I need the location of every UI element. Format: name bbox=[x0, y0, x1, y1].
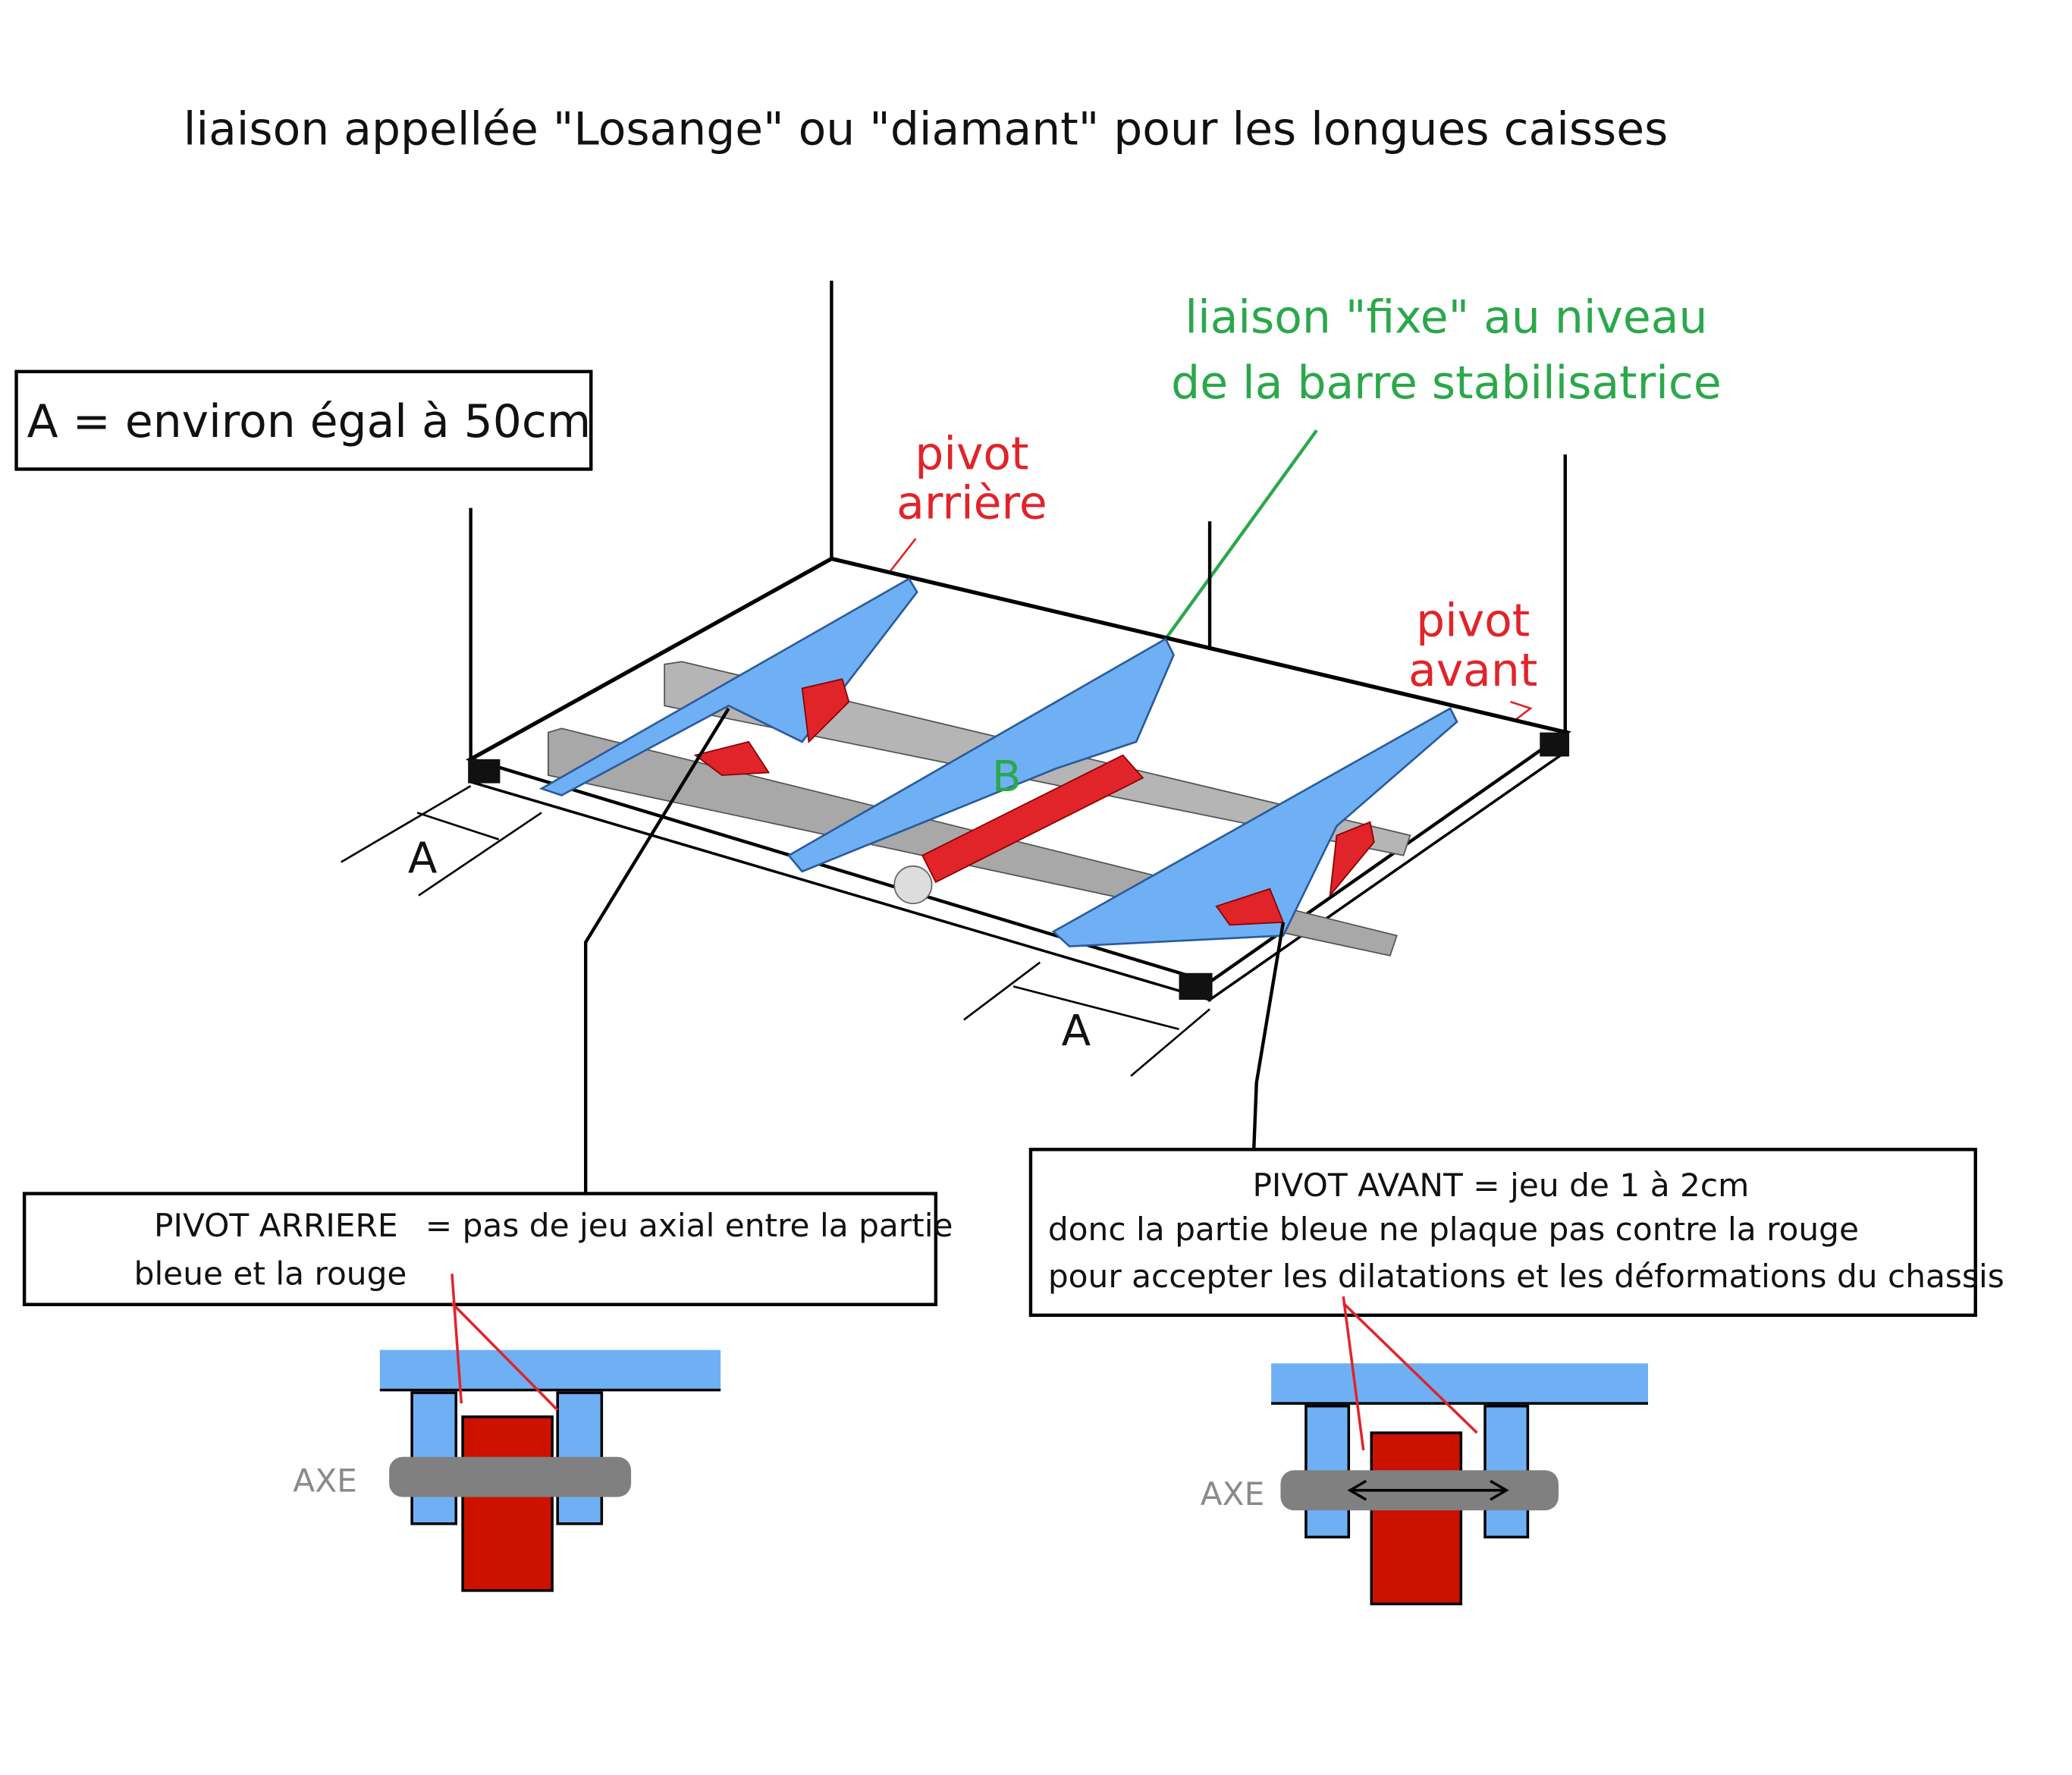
label-pivot-arriere-1: pivot bbox=[915, 427, 1028, 480]
box-avant-line3: pour accepter les dilatations et les déf… bbox=[1048, 1258, 2005, 1295]
label-a-right: A bbox=[1062, 1007, 1091, 1056]
red-pivot-parts bbox=[693, 678, 1375, 926]
fixe-leader bbox=[1164, 429, 1318, 640]
detail-pivot-arriere bbox=[379, 1274, 721, 1592]
legend-box bbox=[14, 369, 593, 471]
blue-bar-middle bbox=[786, 637, 1175, 873]
label-pivot-avant-2: avant bbox=[1408, 644, 1537, 697]
axe-label-avant: AXE bbox=[1201, 1475, 1265, 1513]
dimension-a-left bbox=[341, 784, 542, 897]
box-avant-line2: donc la partie bleue ne plaque pas contr… bbox=[1048, 1211, 1859, 1248]
box-arriere-text: = pas de jeu axial entre la partie bbox=[425, 1207, 953, 1244]
blue-bar-front bbox=[1051, 707, 1458, 947]
box-arriere-label: PIVOT ARRIERE bbox=[154, 1207, 398, 1244]
page-title: liaison appellée "Losange" ou "diamant" … bbox=[184, 102, 1668, 156]
box-arriere-line2: bleue et la rouge bbox=[134, 1255, 407, 1292]
legend-text: A = environ égal à 50cm bbox=[27, 395, 592, 448]
box-avant-line1: PIVOT AVANT = jeu de 1 à 2cm bbox=[1252, 1167, 1749, 1204]
box-pivot-arriere bbox=[22, 1192, 938, 1306]
label-pivot-avant-1: pivot bbox=[1416, 595, 1530, 648]
blue-bar-rear bbox=[538, 577, 918, 796]
leader-avant bbox=[1252, 922, 1286, 1150]
detail-pivot-avant bbox=[1271, 1296, 1649, 1606]
label-pivot-arriere-2: arrière bbox=[896, 477, 1047, 530]
dimension-a-right bbox=[963, 961, 1210, 1077]
wheel bbox=[893, 865, 933, 905]
box-pivot-avant bbox=[1028, 1148, 1977, 1318]
label-a-left: A bbox=[408, 834, 438, 884]
label-fixe-2: de la barre stabilisatrice bbox=[1171, 357, 1722, 410]
leader-arriere bbox=[583, 707, 730, 1194]
label-fixe-1: liaison "fixe" au niveau bbox=[1185, 291, 1707, 344]
label-b: B bbox=[992, 752, 1022, 802]
axe-label-arriere: AXE bbox=[293, 1462, 357, 1499]
